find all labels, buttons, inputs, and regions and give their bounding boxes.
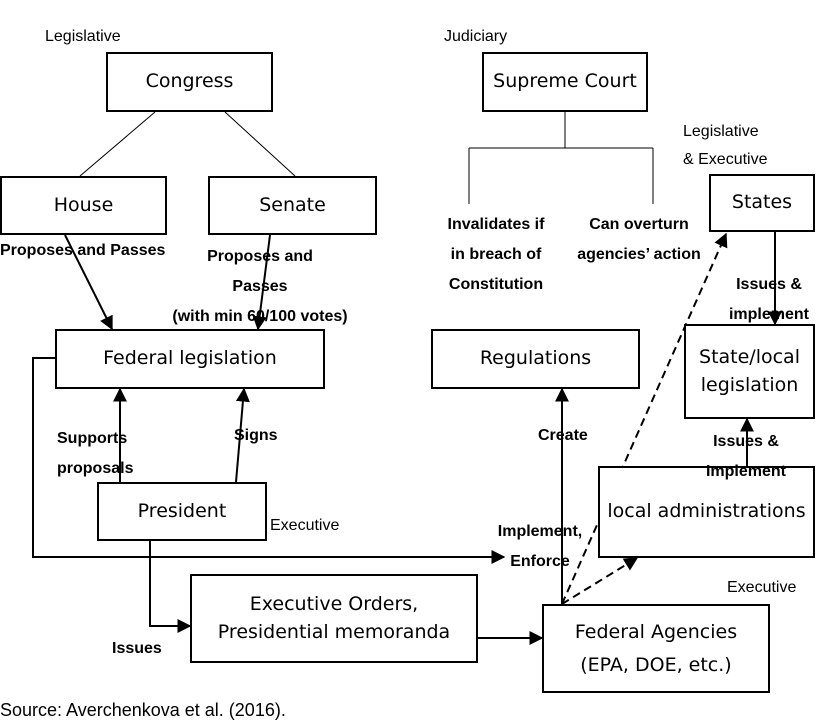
- supreme-court-box: Supreme Court: [482, 52, 648, 112]
- supports-proposals-label: Supports proposals: [57, 430, 134, 477]
- federal-agencies-box: Federal Agencies (EPA, DOE, etc.): [542, 604, 770, 693]
- states-box: States: [709, 174, 815, 232]
- agencies-to-local-dashed-arrow: [561, 557, 639, 605]
- legislative-branch-label: Legislative: [45, 28, 121, 45]
- source-caption: Source: Averchenkova et al. (2016).: [0, 700, 286, 720]
- federal-legislation-box: Federal legislation: [55, 329, 325, 389]
- legislative-executive-branch-label: Legislative & Executive: [683, 123, 768, 168]
- congress-senate-line: [224, 111, 296, 177]
- can-overturn-label: Can overturn agencies’ action: [577, 216, 701, 263]
- local-administrations-box: local administrations: [598, 466, 815, 558]
- invalidates-label: Invalidates if in breach of Constitution: [447, 216, 545, 293]
- legislation-to-agencies-arrow: [32, 357, 506, 564]
- president-executive-label: Executive: [270, 517, 340, 534]
- executive-orders-box: Executive Orders, Presidential memoranda: [190, 574, 478, 663]
- senate-proposes-label: Proposes and Passes (with min 60/100 vot…: [172, 248, 348, 325]
- president-box: President: [97, 482, 267, 541]
- implement-enforce-label: Implement, Enforce: [497, 523, 583, 570]
- congress-box: Congress: [106, 52, 273, 112]
- senate-box: Senate: [208, 176, 377, 235]
- regulations-box: Regulations: [431, 329, 640, 389]
- president-signs-arrow: [235, 387, 250, 483]
- house-box: House: [0, 176, 167, 235]
- issues-label: Issues: [112, 640, 162, 657]
- create-label: Create: [538, 427, 588, 444]
- president-issues-arrow: [149, 541, 192, 633]
- agencies-to-states-dashed-arrow: [561, 232, 728, 605]
- state-local-legislation-box: State/local legislation: [684, 324, 815, 419]
- court-bracket-line: [468, 112, 654, 204]
- house-to-legislation-arrow: [64, 234, 113, 331]
- judiciary-branch-label: Judiciary: [444, 28, 508, 45]
- house-proposes-label: Proposes and Passes: [0, 242, 166, 259]
- agencies-executive-label: Executive: [727, 579, 797, 596]
- congress-house-line: [79, 111, 156, 177]
- signs-label: Signs: [234, 427, 278, 444]
- senate-to-legislation-arrow: [252, 234, 271, 331]
- issues-implement-states-label: Issues & implement: [728, 276, 809, 323]
- issues-implement-local-label: Issues & Implement: [705, 433, 786, 480]
